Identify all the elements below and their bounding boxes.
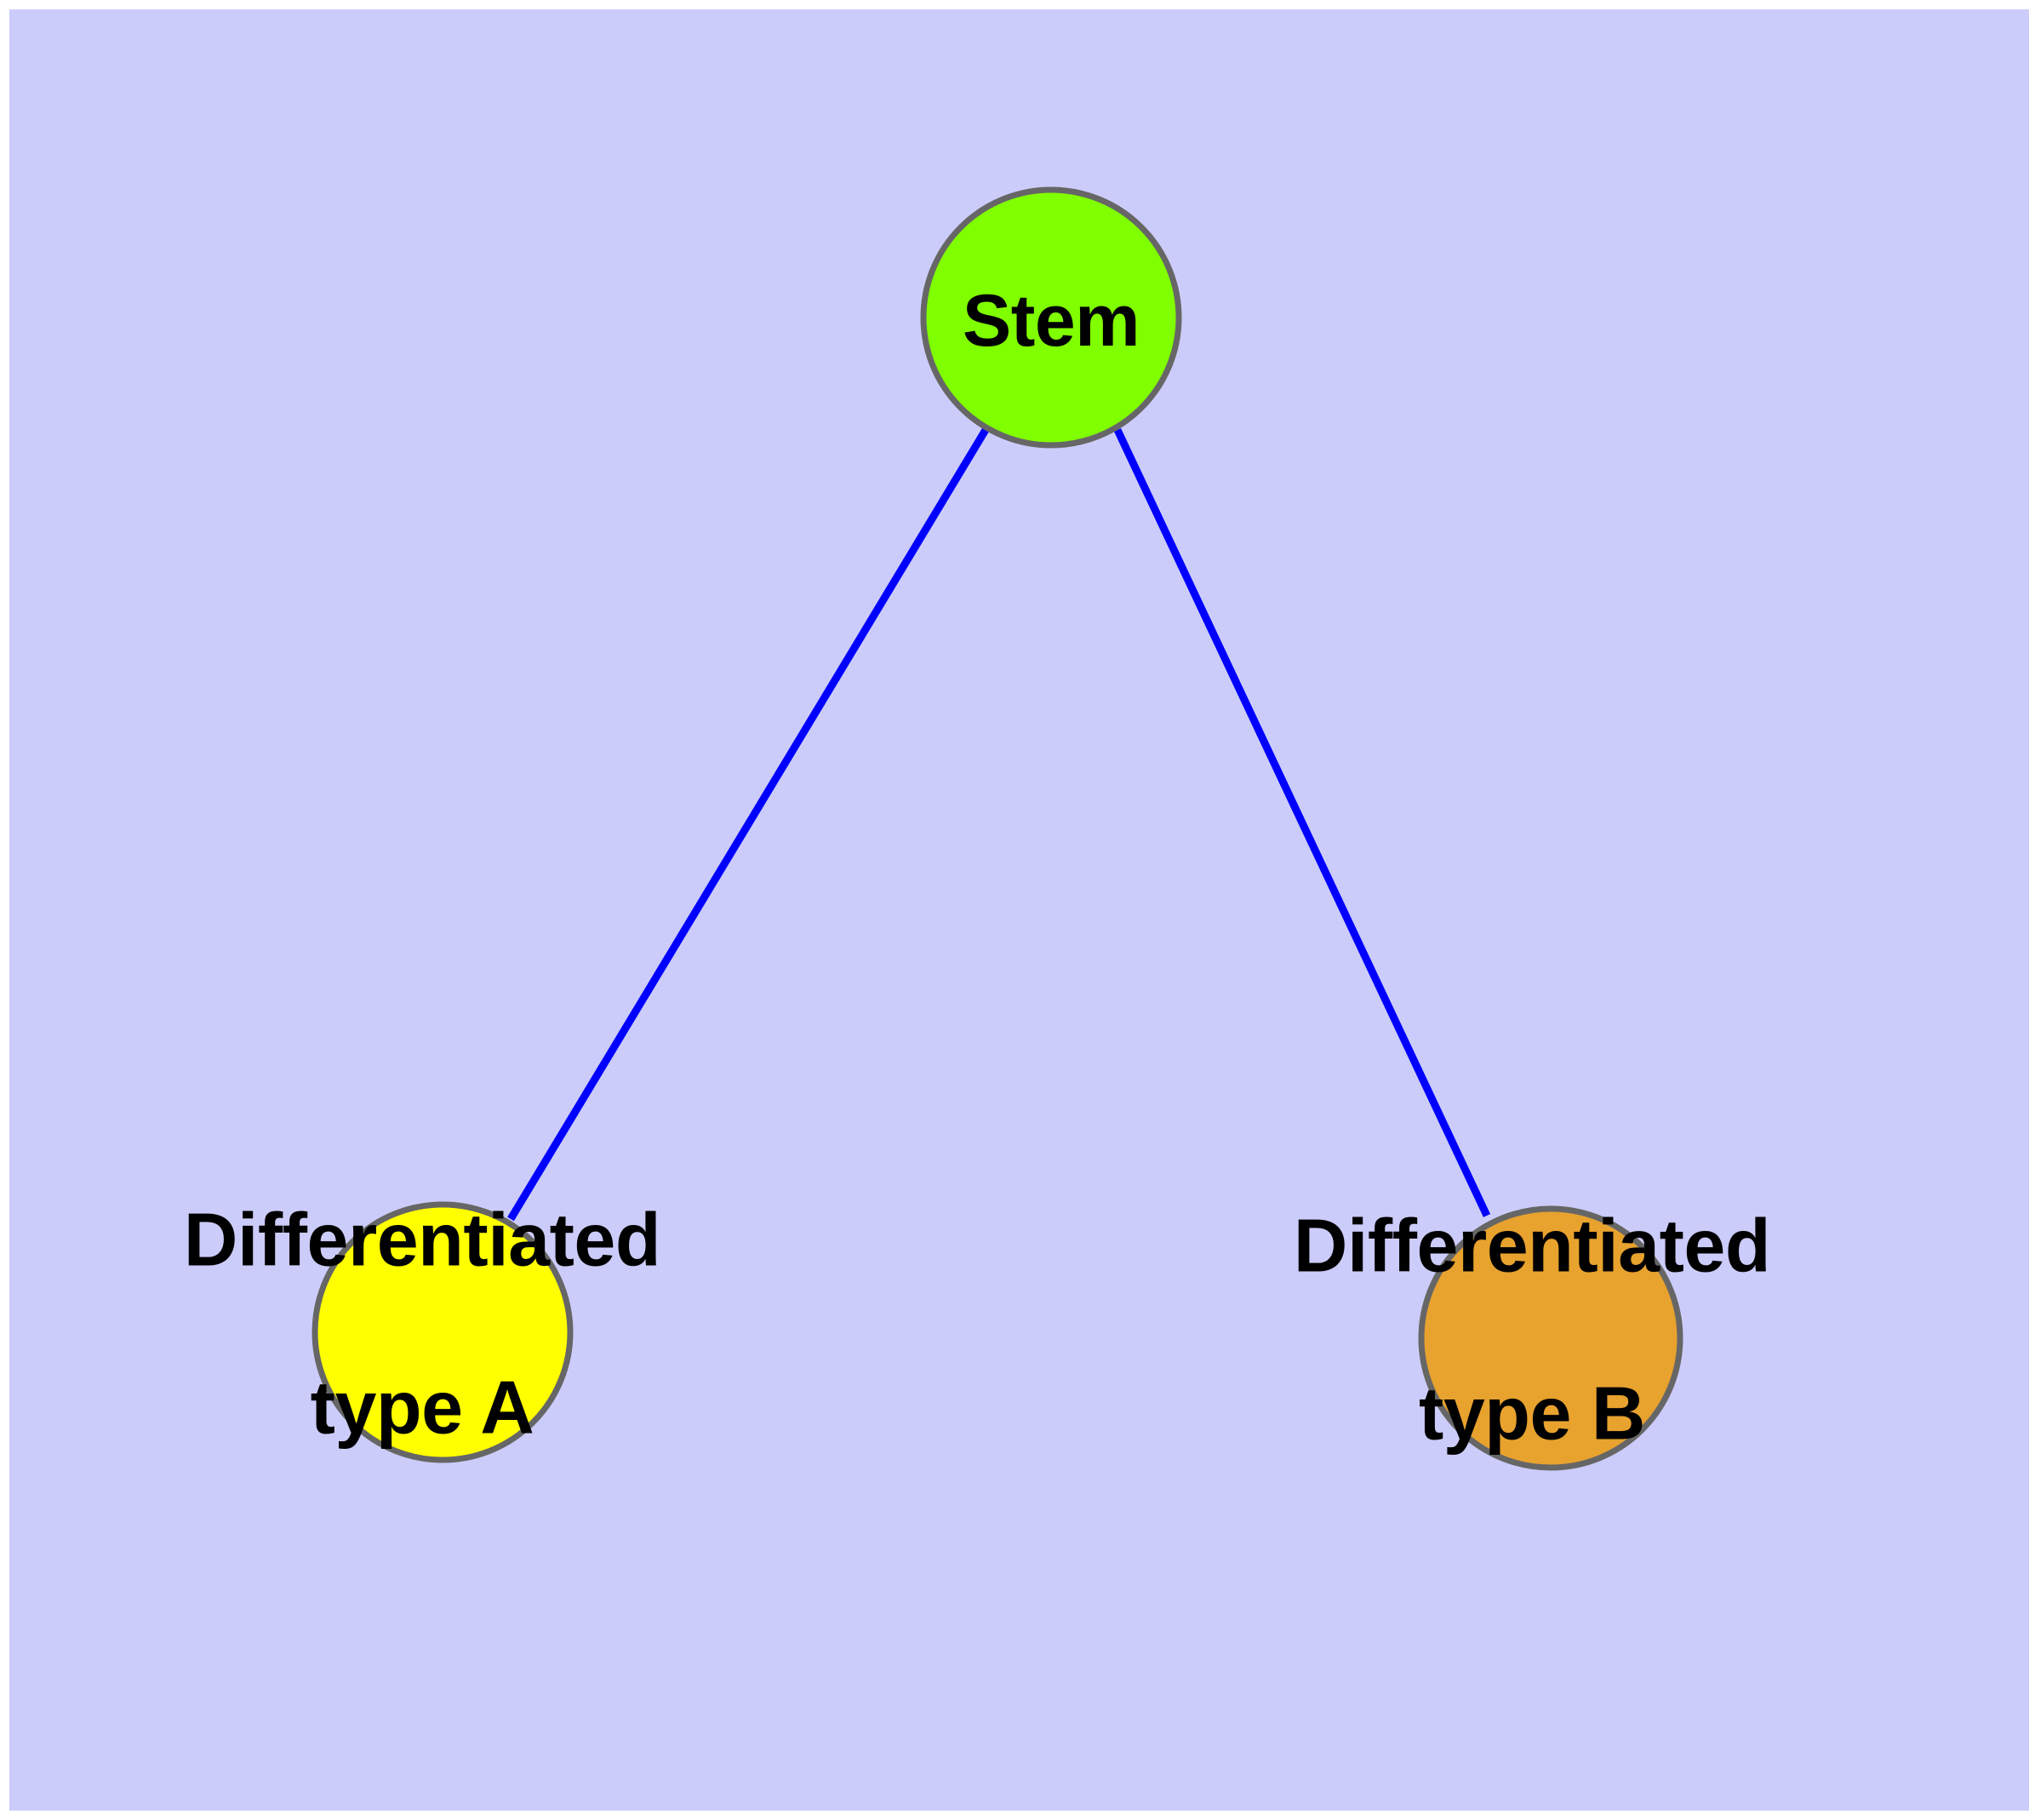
- node-layer: [311, 186, 1683, 1471]
- node-stem[interactable]: [920, 186, 1182, 449]
- edge-layer: [507, 427, 1491, 1222]
- edge-stem-to-differentiated-type-b[interactable]: [1113, 428, 1491, 1217]
- node-differentiated-type-a[interactable]: [311, 1201, 574, 1463]
- edge-stem-to-differentiated-type-a[interactable]: [507, 427, 989, 1222]
- node-differentiated-type-b[interactable]: [1418, 1205, 1683, 1471]
